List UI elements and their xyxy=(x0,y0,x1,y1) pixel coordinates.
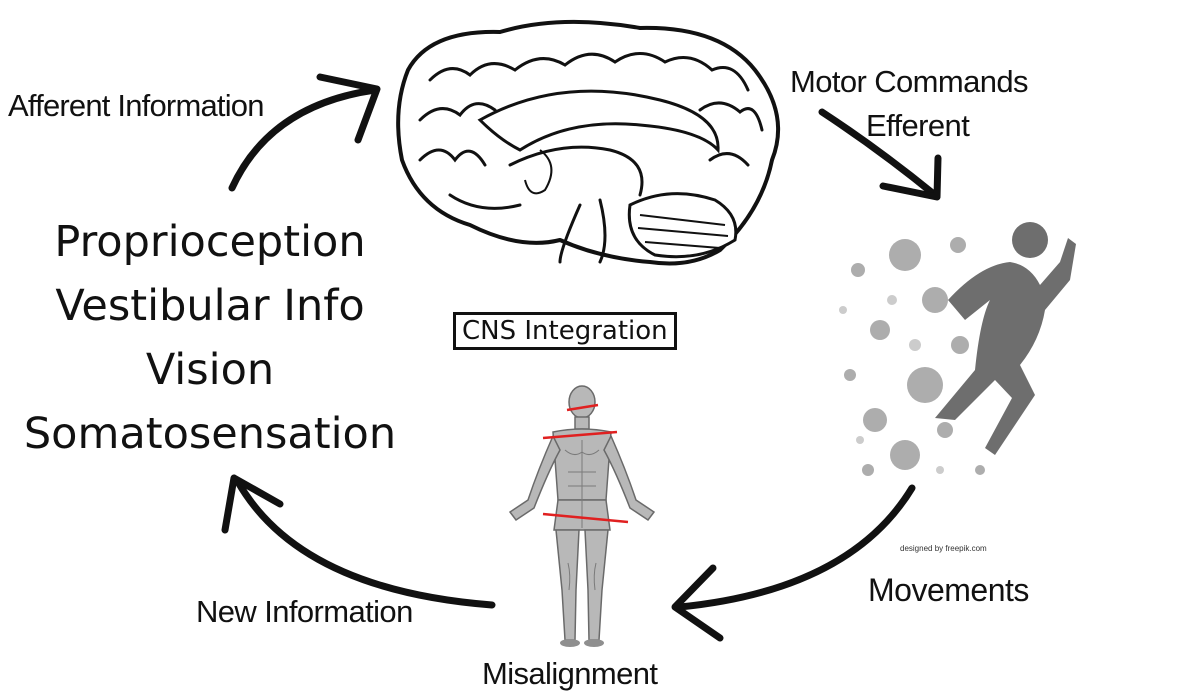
sensory-input-proprioception: Proprioception xyxy=(54,217,366,267)
image-credit: designed by freepik.com xyxy=(900,544,987,553)
efferent-label: Efferent xyxy=(866,108,970,143)
afferent-information-label: Afferent Information xyxy=(8,88,265,123)
arrow-efferent-head xyxy=(879,154,942,201)
arrow-new-info-head xyxy=(221,474,284,534)
misalignment-label: Misalignment xyxy=(482,656,658,691)
movements-label: Movements xyxy=(868,572,1029,608)
arrow-movements-head xyxy=(671,564,724,642)
motor-commands-label: Motor Commands xyxy=(790,64,1029,99)
arrow-efferent xyxy=(818,108,939,199)
sensory-inputs-list: Proprioception Vestibular Info Vision So… xyxy=(10,210,410,466)
new-information-label: New Information xyxy=(196,594,413,629)
arrow-afferent-head xyxy=(316,73,381,144)
cns-integration-box: CNS Integration xyxy=(453,312,677,350)
sensory-input-vision: Vision xyxy=(145,345,275,395)
arrow-afferent xyxy=(228,86,379,192)
arrow-movements xyxy=(676,484,916,611)
arrow-new-info xyxy=(234,478,496,609)
sensory-input-vestibular: Vestibular Info xyxy=(55,281,365,331)
sensory-input-somatosensation: Somatosensation xyxy=(23,409,397,459)
